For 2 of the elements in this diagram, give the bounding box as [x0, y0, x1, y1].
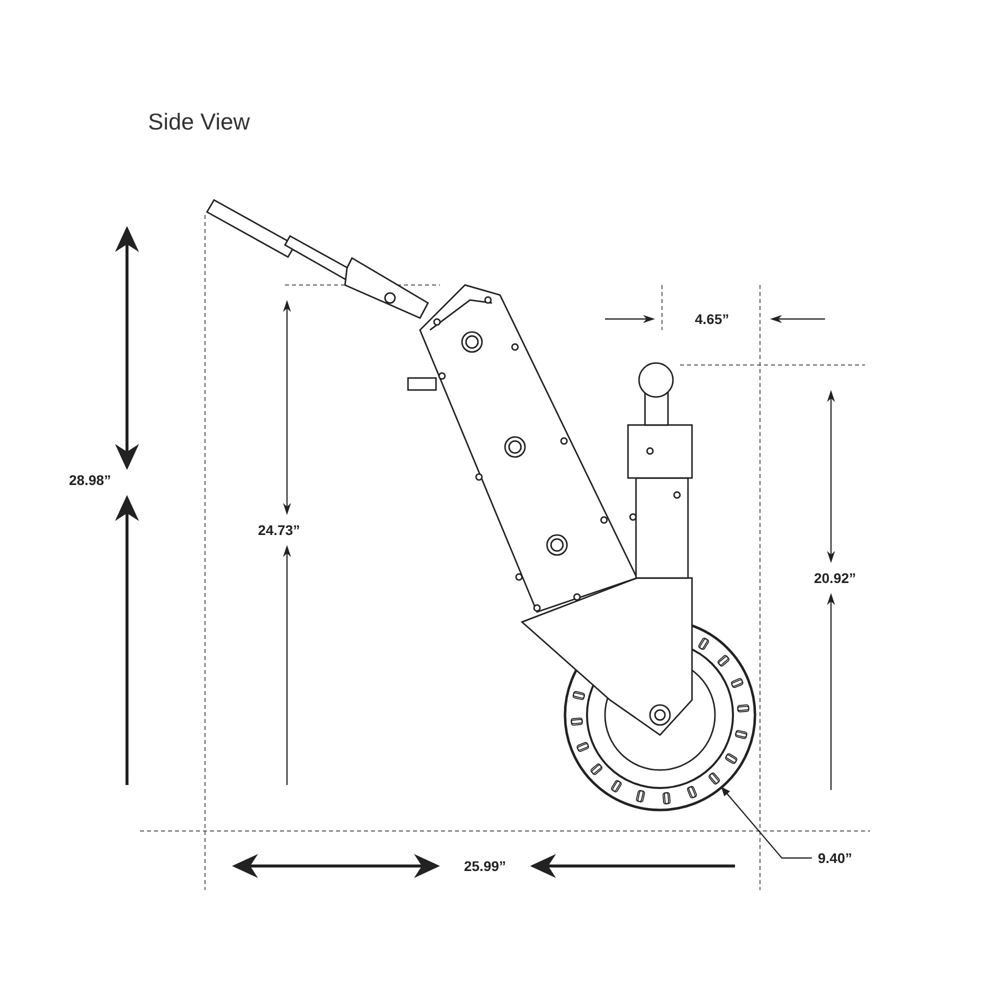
leader-line: [721, 786, 812, 859]
wheel-and-fork-drawing: [520, 577, 756, 812]
